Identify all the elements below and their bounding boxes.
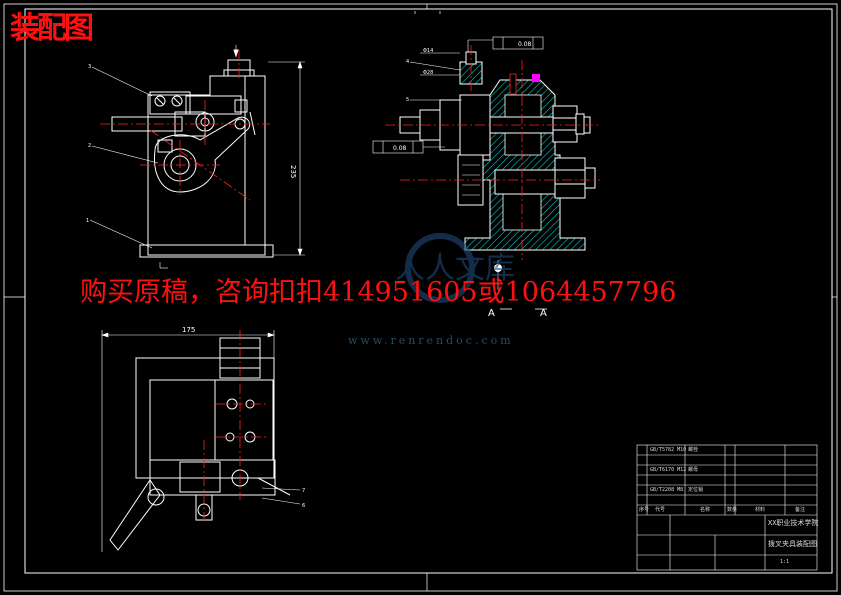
watermark-logo: 人人文库 (395, 233, 515, 303)
drawing-title: 装配图 (10, 11, 94, 46)
svg-text:7: 7 (302, 488, 305, 494)
section-view (372, 36, 596, 290)
svg-text:A: A (488, 308, 495, 319)
inner-frame (24, 8, 833, 574)
svg-text:0.08: 0.08 (518, 41, 532, 48)
front-view (89, 45, 305, 269)
tb-row-5-name: 螺母 (688, 467, 699, 473)
front-part-labels: 3 2 1 (86, 64, 91, 224)
tb-row-3-code: GB/T2208 M8 (650, 487, 684, 493)
svg-text:1: 1 (86, 218, 89, 224)
tb-header-qty: 数量 (727, 507, 738, 513)
svg-text:5: 5 (406, 97, 409, 103)
tb-header-no: 序号 (639, 507, 650, 513)
tb-school: XX职业技术学院 (768, 519, 819, 527)
tb-header-material: 材料 (755, 507, 766, 513)
tb-row-7-code: GB/T5782 M10 (650, 447, 687, 453)
outer-frame (3, 3, 838, 592)
svg-text:4: 4 (406, 59, 409, 65)
watermark-url: www.renrendoc.com (348, 334, 514, 347)
frame-ticks (4, 4, 837, 591)
front-centerlines (100, 50, 270, 201)
section-centerlines (385, 45, 600, 260)
top-centerlines (203, 330, 268, 520)
advert-text: 购买原稿，咨询扣扣414951605或1064457796 (80, 277, 677, 308)
dim-height-text: 235 (289, 165, 297, 178)
top-view (101, 330, 301, 552)
tb-header-code: 代号 (655, 507, 666, 513)
section-labels: 4 5 0.08 0.08 Φ14 Φ28 A A (393, 41, 547, 319)
top-part-labels: 7 6 (302, 488, 305, 509)
svg-text:A: A (540, 308, 547, 319)
tb-row-3-name: 定位销 (688, 487, 704, 493)
svg-text:6: 6 (302, 503, 305, 509)
tb-scale: 1:1 (780, 559, 790, 565)
svg-text:0.08: 0.08 (393, 145, 407, 152)
tb-header-name: 名称 (700, 507, 711, 513)
tb-drawing-name: 拨叉夹具装配图 (768, 540, 817, 548)
tb-row-7-name: 螺栓 (688, 447, 699, 453)
tb-row-5-code: GB/T6170 M12 (650, 467, 687, 473)
svg-text:2: 2 (88, 143, 91, 149)
svg-text:Φ14: Φ14 (423, 48, 433, 54)
title-block (636, 444, 818, 571)
dim-width-text: 175 (182, 326, 195, 334)
tb-header-remark: 备注 (795, 507, 806, 513)
svg-text:3: 3 (88, 64, 91, 70)
svg-text:人人文库: 人人文库 (395, 251, 515, 286)
svg-text:Φ28: Φ28 (423, 70, 433, 76)
